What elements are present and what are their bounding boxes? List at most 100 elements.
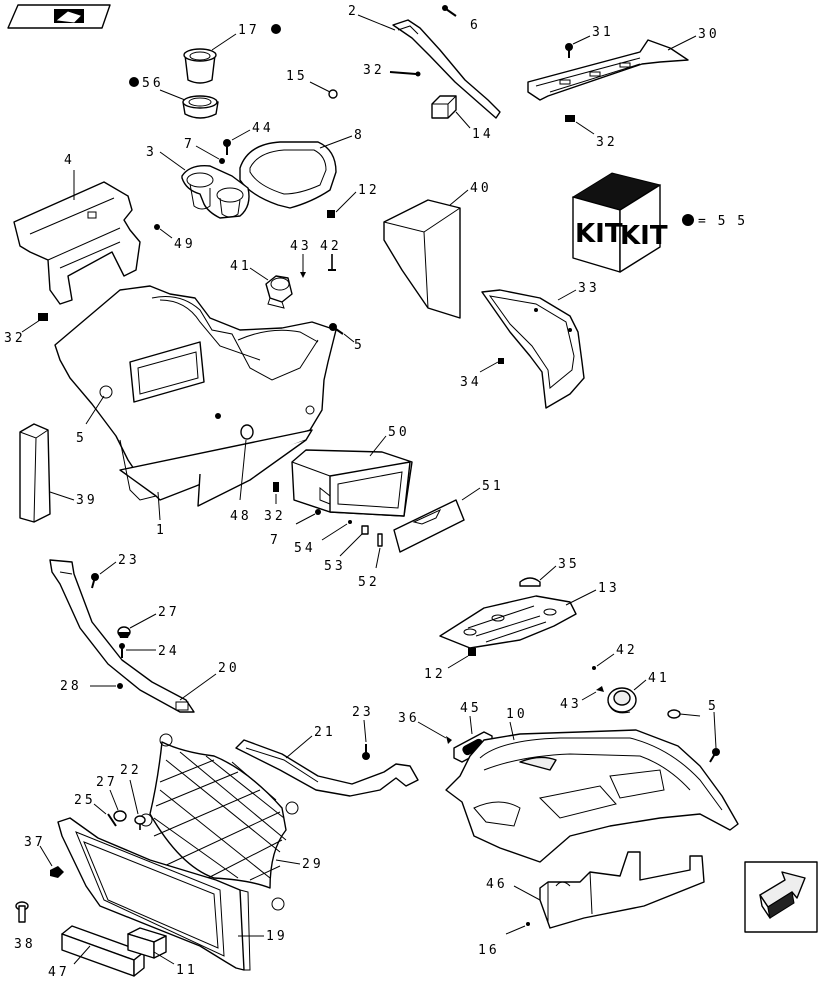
callout-19: 19: [266, 929, 288, 944]
callout-50: 50: [388, 425, 410, 440]
callout-33: 33: [578, 281, 600, 296]
part-4-mounting-bracket[interactable]: [13, 181, 141, 305]
part-20-lower-trim-strip[interactable]: [49, 559, 195, 713]
part-12-clip-top[interactable]: [327, 210, 335, 218]
callout-28: 28: [60, 679, 82, 694]
part-32-screw-top[interactable]: [415, 71, 421, 77]
callout-25: 25: [74, 793, 96, 808]
part-7-nut-mid[interactable]: [315, 509, 321, 515]
callout-47: 47: [48, 965, 70, 980]
part-36-clip[interactable]: [446, 736, 452, 744]
part-3-cup-holder[interactable]: [181, 165, 250, 219]
part-17-cup-holder-insert[interactable]: [183, 48, 217, 84]
callout-40: 40: [470, 181, 492, 196]
part-29-cargo-net[interactable]: [139, 733, 299, 911]
callout-46: 46: [486, 877, 508, 892]
part-30-bracket[interactable]: [527, 39, 689, 101]
callout-21: 21: [314, 725, 336, 740]
part-15-pin[interactable]: [328, 89, 338, 99]
kit-cube-icon: KIT KIT: [571, 172, 668, 273]
callout-23-left: 23: [118, 553, 140, 568]
callout-12-top: 12: [358, 183, 380, 198]
part-53-clip[interactable]: [361, 525, 369, 535]
part-22-pushpin[interactable]: [134, 815, 146, 830]
part-50-storage-bin[interactable]: [291, 449, 413, 517]
part-51-bin-lid[interactable]: [393, 499, 465, 553]
part-37-nut[interactable]: [50, 866, 64, 878]
part-19-net-frame[interactable]: [57, 817, 251, 971]
part-41-speaker-top[interactable]: [265, 275, 293, 309]
part-12-clip-bottom[interactable]: [468, 648, 476, 656]
part-40-foam-block[interactable]: [383, 199, 461, 319]
callout-42-bottom: 42: [616, 643, 638, 658]
part-38-bolt[interactable]: [15, 901, 29, 923]
callout-24: 24: [158, 644, 180, 659]
part-27-plug-right[interactable]: [113, 810, 127, 822]
callout-41-bottom: 41: [648, 671, 670, 686]
part-32-clip-mid[interactable]: [273, 482, 279, 492]
part-41-speaker-bottom[interactable]: [607, 687, 637, 714]
callout-17: 17: [238, 23, 260, 38]
part-49-nut[interactable]: [154, 224, 160, 230]
callout-32-left: 32: [4, 331, 26, 346]
callout-5-upper: 5: [354, 338, 365, 353]
part-32-clip-right[interactable]: [565, 115, 575, 122]
part-24-screw[interactable]: [119, 643, 125, 658]
part-46-lower-bracket[interactable]: [539, 851, 705, 929]
callout-32-top: 32: [363, 63, 385, 78]
part-21-trim-strip[interactable]: [235, 739, 419, 797]
part-47-foam-strip[interactable]: [61, 925, 145, 977]
part-10-right-trim-panel[interactable]: [445, 729, 739, 863]
part-28-nut[interactable]: [117, 683, 123, 689]
callout-48: 48: [230, 509, 252, 524]
part-6-screw[interactable]: [442, 5, 457, 17]
part-42-screw-bottom[interactable]: [592, 666, 596, 670]
part-23-screw-left[interactable]: [91, 573, 99, 589]
kit-bullet-56: [129, 77, 139, 87]
part-27-plug-left[interactable]: [117, 626, 131, 638]
callout-15: 15: [286, 69, 308, 84]
next-page-arrow-icon[interactable]: [744, 861, 818, 933]
part-43-clip-bottom[interactable]: [596, 686, 604, 692]
part-35-cap[interactable]: [519, 577, 541, 587]
callout-43-top: 43: [290, 239, 312, 254]
part-33-side-panel[interactable]: [481, 289, 585, 409]
kit-label-left: KIT: [575, 219, 623, 249]
callout-10: 10: [506, 707, 528, 722]
book-reference-icon[interactable]: [7, 4, 111, 29]
part-48-retainer[interactable]: [215, 413, 254, 440]
part-2-pillar-trim[interactable]: [392, 19, 501, 119]
callout-5-right: 5: [708, 699, 719, 714]
part-11-foam-block[interactable]: [127, 927, 167, 959]
part-16-screw[interactable]: [526, 922, 530, 926]
part-56-ring[interactable]: [182, 95, 219, 119]
callout-36: 36: [398, 711, 420, 726]
part-7-nut-top[interactable]: [219, 158, 225, 164]
kit-bullet: [682, 214, 694, 226]
part-1-left-trim-panel[interactable]: [54, 285, 337, 507]
kit-equals-label: = 5 5: [698, 214, 747, 229]
part-14-foam-block[interactable]: [431, 95, 457, 119]
part-25-screw[interactable]: [107, 813, 117, 827]
part-32-clip-left[interactable]: [38, 313, 48, 321]
callout-31: 31: [592, 25, 614, 40]
part-44-screw[interactable]: [223, 139, 231, 155]
callout-16: 16: [478, 943, 500, 958]
part-8-storage-tray[interactable]: [239, 141, 337, 209]
part-5-screw-upper[interactable]: [329, 323, 344, 335]
part-13-speaker-shelf[interactable]: [439, 595, 577, 649]
part-52-clip[interactable]: [377, 533, 383, 547]
callout-27-left: 27: [158, 605, 180, 620]
callout-27-right: 27: [96, 775, 118, 790]
part-43-clip-top[interactable]: [300, 272, 306, 278]
callout-13: 13: [598, 581, 620, 596]
part-31-screw[interactable]: [565, 43, 573, 58]
part-42-screw-top[interactable]: [328, 254, 336, 271]
part-54-pin[interactable]: [348, 520, 352, 524]
callout-11: 11: [176, 963, 198, 978]
part-39-foam-block[interactable]: [19, 423, 51, 523]
part-23-screw-right[interactable]: [362, 744, 370, 760]
part-34-clip[interactable]: [498, 358, 504, 364]
callout-6: 6: [470, 18, 481, 33]
